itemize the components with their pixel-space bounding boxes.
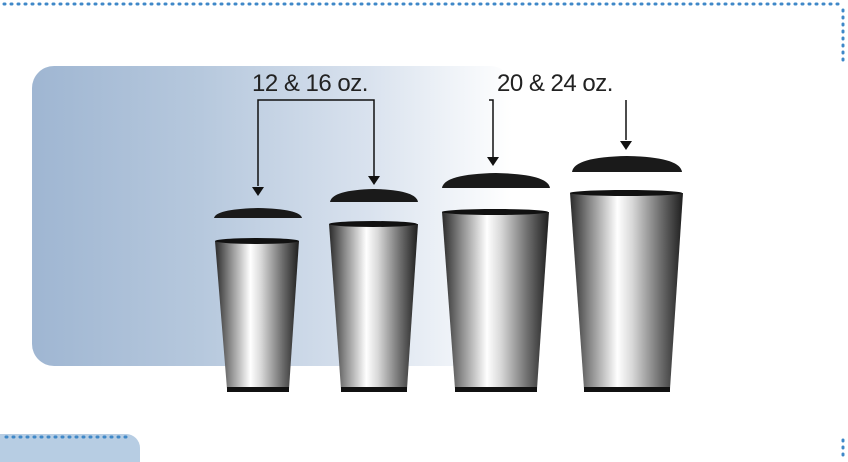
cup-16oz [329,189,418,392]
arrow-24oz [620,141,632,150]
lid-24oz [572,156,682,172]
bracket-large [489,100,626,160]
cup-20oz [442,173,550,392]
lid-16oz [330,189,418,202]
cup-24oz [570,156,683,392]
arrow-16oz [368,176,380,185]
cup-12oz [214,208,302,392]
bracket-small [258,100,374,186]
lid-20oz [442,173,550,188]
lid-12oz [214,208,302,218]
arrow-12oz [252,187,264,196]
arrow-20oz [487,157,499,166]
